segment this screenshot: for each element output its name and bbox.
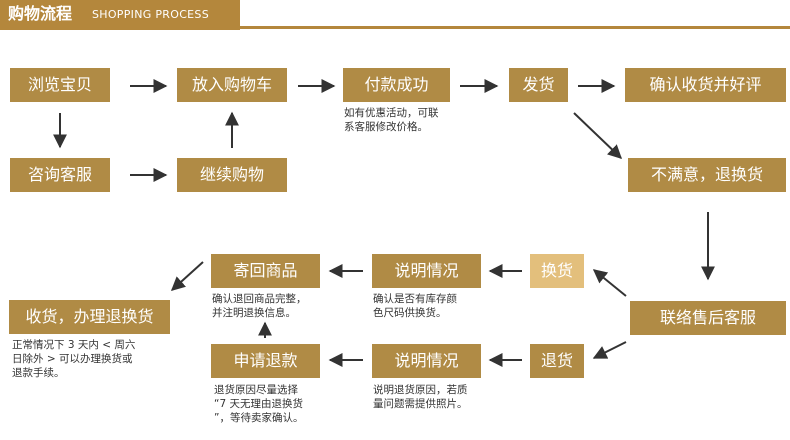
- step-receive-refund: 收货，办理退换货: [9, 300, 170, 334]
- note-send-back: 确认退回商品完整， 并注明退换信息。: [212, 292, 307, 320]
- note-line: ”，等待卖家确认。: [214, 412, 304, 424]
- note-line: 确认是否有库存颜: [373, 293, 457, 305]
- step-explain-exchange: 说明情况: [372, 254, 481, 288]
- step-browse: 浏览宝贝: [10, 68, 110, 102]
- note-line: 退款手续。: [12, 367, 65, 379]
- note-explain-exchange: 确认是否有库存颜 色尺码供换货。: [373, 292, 457, 320]
- note-receive-refund: 正常情况下 3 天内 < 周六 日除外 > 可以办理换货或 退款手续。: [12, 338, 135, 380]
- step-unsatisfied: 不满意，退换货: [628, 158, 786, 192]
- step-pay: 付款成功: [343, 68, 450, 102]
- arrow-after-sales-to-refund: [592, 341, 627, 359]
- note-line: 并注明退换信息。: [212, 307, 296, 319]
- header-line: [0, 26, 790, 29]
- header-bar: [0, 0, 240, 30]
- arrow-ship-to-unsatisfied: [573, 112, 623, 159]
- note-line: 确认退回商品完整，: [212, 293, 307, 305]
- step-exchange: 换货: [530, 254, 584, 288]
- step-add-cart: 放入购物车: [177, 68, 287, 102]
- step-ship: 发货: [509, 68, 568, 102]
- header-subtitle: SHOPPING PROCESS: [92, 8, 210, 21]
- note-explain-refund: 说明退货原因，若质 量问题需提供照片。: [373, 383, 468, 411]
- step-confirm: 确认收货并好评: [625, 68, 786, 102]
- step-send-back: 寄回商品: [211, 254, 320, 288]
- note-line: 退货原因尽量选择: [214, 384, 298, 396]
- header-title: 购物流程: [8, 4, 73, 23]
- note-line: 系客服修改价格。: [344, 121, 428, 133]
- note-line: “7 天无理由退换货: [214, 398, 303, 410]
- step-refund: 退货: [530, 344, 584, 378]
- step-explain-refund: 说明情况: [372, 344, 481, 378]
- step-consult: 咨询客服: [10, 158, 110, 192]
- note-apply-refund: 退货原因尽量选择 “7 天无理由退换货 ”，等待卖家确认。: [214, 383, 303, 425]
- arrow-after-sales-to-exchange: [592, 269, 627, 297]
- note-line: 量问题需提供照片。: [373, 398, 468, 410]
- step-continue: 继续购物: [177, 158, 287, 192]
- note-line: 正常情况下 3 天内 < 周六: [12, 339, 136, 351]
- step-after-sales: 联络售后客服: [630, 301, 786, 335]
- note-line: 说明退货原因，若质: [373, 384, 468, 396]
- header: 购物流程 SHOPPING PROCESS: [0, 0, 790, 30]
- step-apply-refund: 申请退款: [211, 344, 320, 378]
- note-pay: 如有优惠活动，可联 系客服修改价格。: [344, 106, 439, 134]
- note-line: 色尺码供换货。: [373, 307, 447, 319]
- arrow-send-back-to-receive: [170, 261, 204, 291]
- note-line: 如有优惠活动，可联: [344, 107, 439, 119]
- note-line: 日除外 > 可以办理换货或: [12, 353, 133, 365]
